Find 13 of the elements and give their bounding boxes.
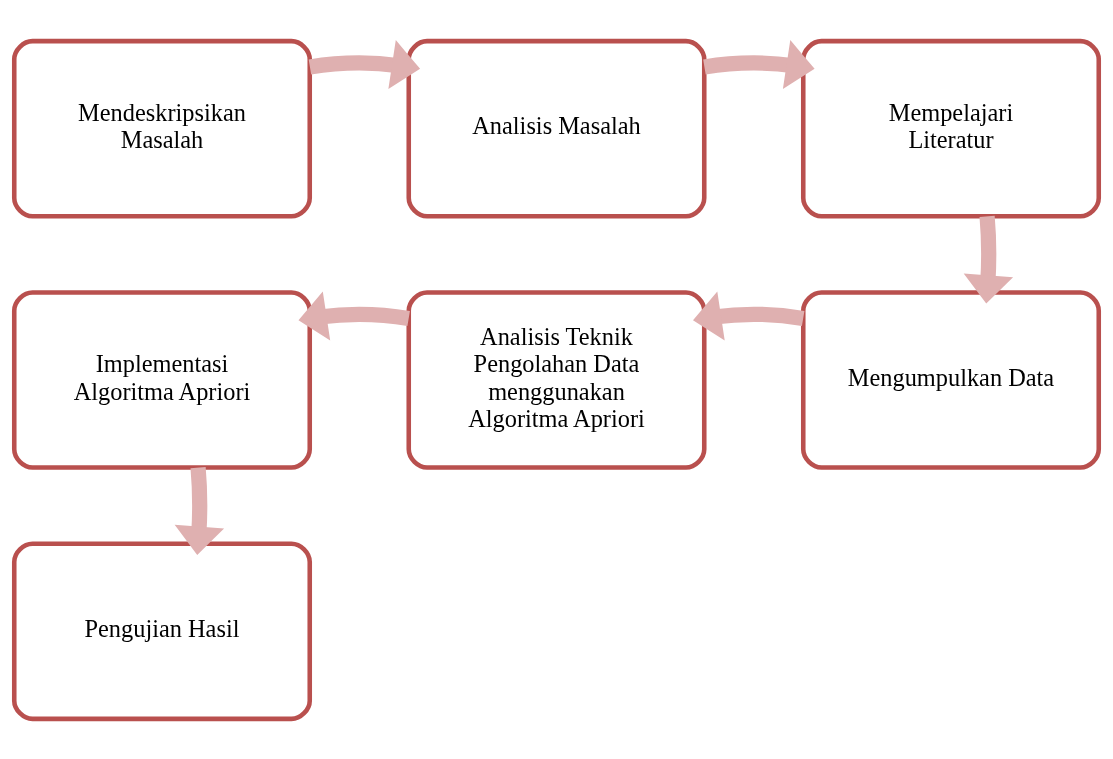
node-box: Analisis Teknik Pengolahan Data menggunakan Algoritma Apriori [406, 289, 707, 470]
arrow [963, 215, 1014, 304]
node-box: Mengumpulkan Data [800, 289, 1102, 470]
arrow [174, 466, 225, 555]
node-box: Pengujian Hasil [11, 540, 313, 721]
node-box: Mempelajari Literatur [800, 38, 1102, 219]
arrow [298, 290, 410, 340]
node-box: Implementasi Algoritma Apriori [11, 289, 313, 470]
node-box: Mendeskripsikan Masalah [11, 38, 313, 219]
arrow [308, 39, 421, 89]
arrow [703, 39, 815, 89]
node-box: Analisis Masalah [406, 38, 707, 219]
arrow [693, 290, 805, 340]
